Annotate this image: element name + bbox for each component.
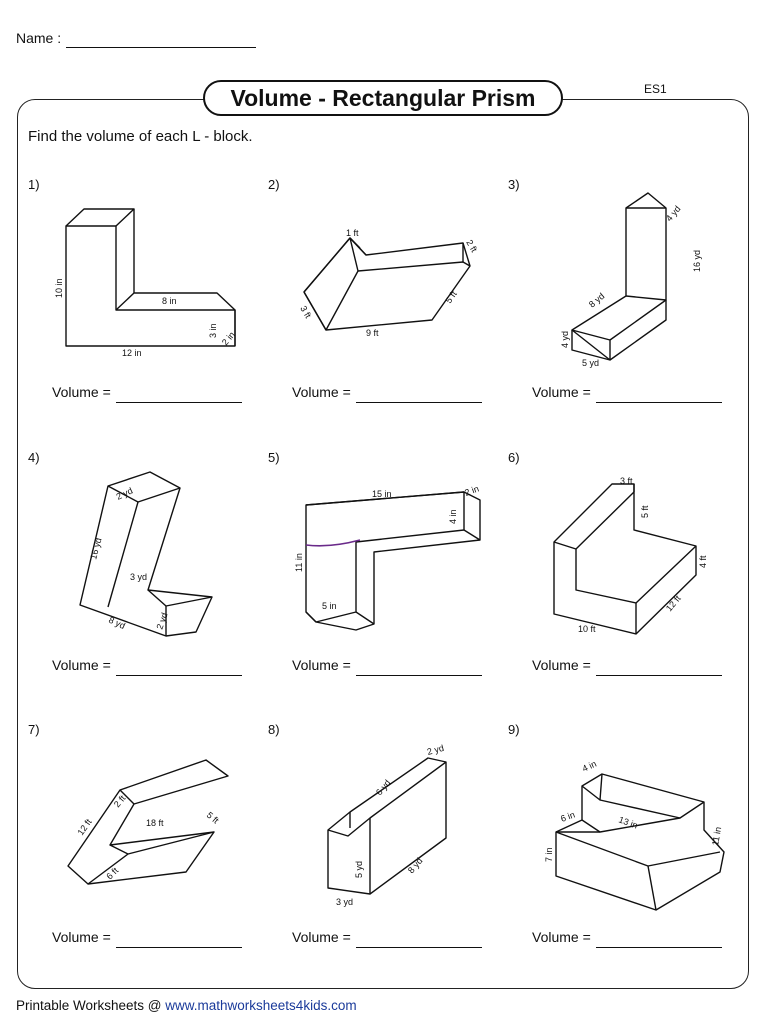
answer-line-6[interactable] (596, 675, 722, 676)
page-title: Volume - Rectangular Prism (203, 80, 563, 116)
volume-label: Volume = (52, 929, 111, 945)
answer-line-9[interactable] (596, 947, 722, 948)
volume-label: Volume = (292, 657, 351, 673)
name-line[interactable] (66, 47, 256, 48)
dim-label: 5 in (322, 601, 337, 611)
problem-number: 7) (28, 722, 40, 737)
dim-label: 4 ft (698, 555, 708, 568)
answer-line-3[interactable] (596, 402, 722, 403)
problem-number: 3) (508, 177, 520, 192)
problem-number: 8) (268, 722, 280, 737)
volume-label: Volume = (292, 929, 351, 945)
answer-line-4[interactable] (116, 675, 242, 676)
instructions: Find the volume of each L - block. (28, 128, 253, 145)
answer-line-5[interactable] (356, 675, 482, 676)
volume-label: Volume = (532, 657, 591, 673)
dim-label: 6 in (559, 810, 576, 824)
answer-line-2[interactable] (356, 402, 482, 403)
dim-label: 16 yd (692, 250, 702, 272)
problem-number: 1) (28, 177, 40, 192)
volume-label: Volume = (532, 384, 591, 400)
answer-line-7[interactable] (116, 947, 242, 948)
problem-number: 6) (508, 450, 520, 465)
dim-label: 5 ft (640, 505, 650, 518)
dim-label: 7 in (544, 847, 554, 862)
dim-label: 4 in (581, 759, 598, 774)
dim-label: 12 in (122, 348, 142, 358)
problem-number: 2) (268, 177, 280, 192)
volume-label: Volume = (292, 384, 351, 400)
volume-label: Volume = (52, 384, 111, 400)
dim-label: 11 in (294, 553, 304, 572)
dim-label: 3 yd (336, 897, 353, 907)
name-label: Name : (16, 30, 62, 46)
dim-label: 2 in (463, 484, 480, 498)
dim-label: 3 ft (620, 476, 633, 486)
dim-label: 15 in (372, 489, 392, 499)
footer: Printable Worksheets @ www.mathworksheet… (16, 998, 357, 1013)
footer-prefix: Printable Worksheets @ (16, 998, 166, 1013)
volume-label: Volume = (532, 929, 591, 945)
answer-line-8[interactable] (356, 947, 482, 948)
dim-label: 10 in (54, 278, 64, 298)
dim-label: 10 ft (578, 624, 596, 634)
problem-number: 9) (508, 722, 520, 737)
dim-label: 1 ft (346, 228, 359, 238)
dim-label: 18 ft (146, 818, 164, 828)
dim-label: 5 yd (582, 358, 599, 368)
dim-label: 5 yd (354, 861, 364, 878)
worksheet-code: ES1 (644, 82, 667, 96)
problem-number: 4) (28, 450, 40, 465)
footer-link[interactable]: www.mathworksheets4kids.com (165, 998, 357, 1013)
dim-label: 8 in (162, 296, 177, 306)
problem-number: 5) (268, 450, 280, 465)
dim-label: 3 in (208, 323, 218, 338)
answer-line-1[interactable] (116, 402, 242, 403)
dim-label: 11 in (710, 826, 723, 846)
dim-label: 2 yd (426, 743, 445, 757)
dim-label: 4 in (448, 509, 458, 524)
dim-label: 3 yd (130, 572, 147, 582)
dim-label: 4 yd (560, 331, 570, 348)
dim-label: 9 ft (366, 328, 379, 338)
volume-label: Volume = (52, 657, 111, 673)
